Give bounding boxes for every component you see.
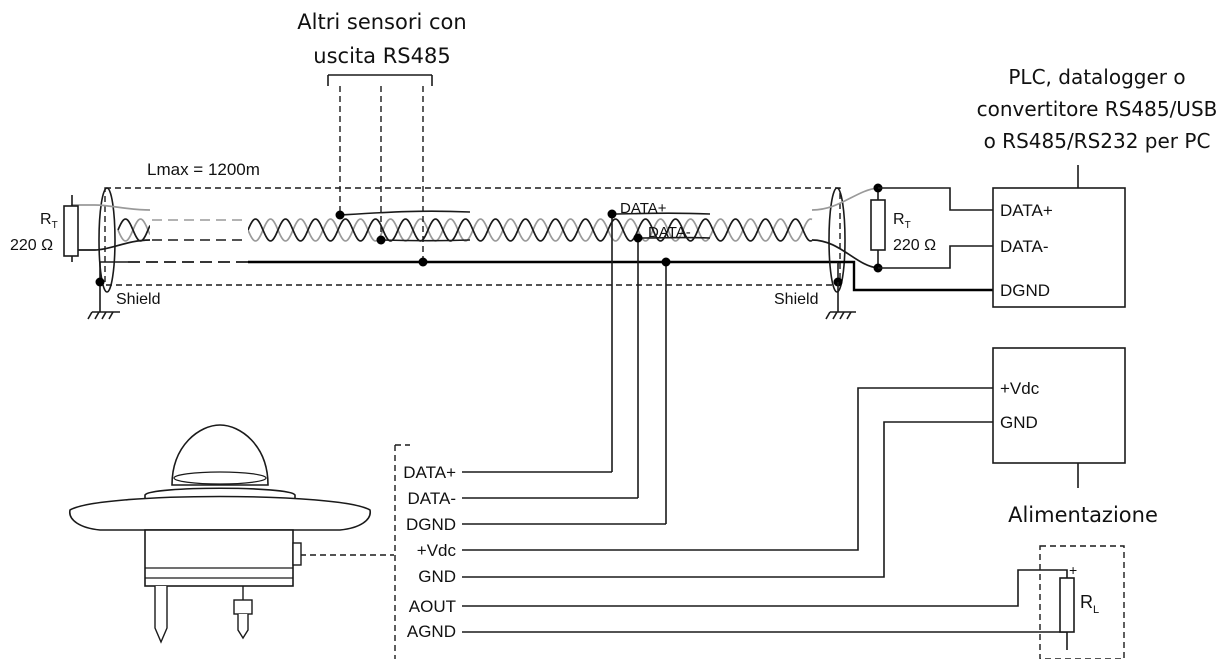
power-supply-box [992,347,1126,464]
pyranometer-icon [69,424,371,644]
load-resistor-name: RL [1080,592,1099,616]
power-supply-caption: Alimentazione [1008,503,1158,527]
twisted-wire-grey-0 [117,218,151,242]
plc-title-line2: convertitore RS485/USB [977,97,1218,121]
power-pin-vdc: +Vdc [1000,379,1040,398]
plc-title-line3: o RS485/RS232 per PC [984,129,1211,153]
other-sensors-taps [339,210,471,242]
left-ground-icon [87,282,120,320]
tap-label-data-plus: DATA+ [620,200,667,217]
cable-shield-outline [104,187,841,286]
sensor-tap-data-minus [633,233,643,243]
sensor-taps [611,212,711,524]
twisted-wire-dark-1 [247,218,813,242]
plc-wiring [838,187,993,292]
right-shield-label: Shield [774,291,818,308]
plc-pin-dgnd: DGND [1000,281,1050,300]
sensor-pin-gnd: GND [418,567,456,586]
load-dashed-box [1039,545,1125,659]
plc-title-line1: PLC, datalogger o [1008,65,1185,89]
twisted-wire-grey-1 [247,218,813,242]
plc-pin-data-minus: DATA- [1000,237,1048,256]
sensor-connector-box [394,444,410,659]
plc-pin-data-plus: DATA+ [1000,201,1053,220]
plc-box [992,187,1126,308]
sensor-pin-aout: AOUT [409,597,456,616]
right-termination-resistor [870,188,886,268]
right-cable-end [811,187,879,293]
sensor-pin-agnd: AGND [407,622,456,641]
other-sensors-title-line1: Altri sensori con [297,10,466,34]
left-shield-label: Shield [116,291,160,308]
sensor-pin-vdc: +Vdc [417,541,457,560]
sensor-pin-dgnd: DGND [406,515,456,534]
tap-dot-data-minus [376,235,386,245]
load-resistor [1059,577,1075,633]
left-rt-name: RT [40,211,58,231]
sensor-pin-labels: DATA+ DATA- DGND +Vdc GND AOUT AGND [403,463,456,641]
other-sensors-title-line2: uscita RS485 [313,44,450,68]
left-termination-resistor [63,195,79,262]
sensor-pin-data-plus: DATA+ [403,463,456,482]
sensor-pin-data-minus: DATA- [408,489,456,508]
sensor-tap-data-plus [607,209,617,219]
tap-dot-dgnd [418,257,428,267]
tap-label-data-minus: DATA- [648,224,691,241]
lmax-label: Lmax = 1200m [147,160,260,179]
sensor-wires [462,387,1068,650]
left-rt-value: 220 Ω [10,237,53,254]
twisted-pair-cable [117,218,813,242]
right-rt-name: RT [893,211,911,231]
left-shield-junction [95,277,105,287]
right-rt-value: 220 Ω [893,237,936,254]
sensor-tap-dgnd [661,257,671,267]
right-ground-icon [825,282,856,320]
cable-gap-indicator [150,219,248,241]
load-plus-sign: + [1069,562,1077,578]
power-pin-gnd: GND [1000,413,1038,432]
twisted-wire-dark-0 [117,218,151,242]
tap-dot-data-plus [335,210,345,220]
left-cable-end [71,187,151,293]
other-sensors-bracket [327,74,433,262]
